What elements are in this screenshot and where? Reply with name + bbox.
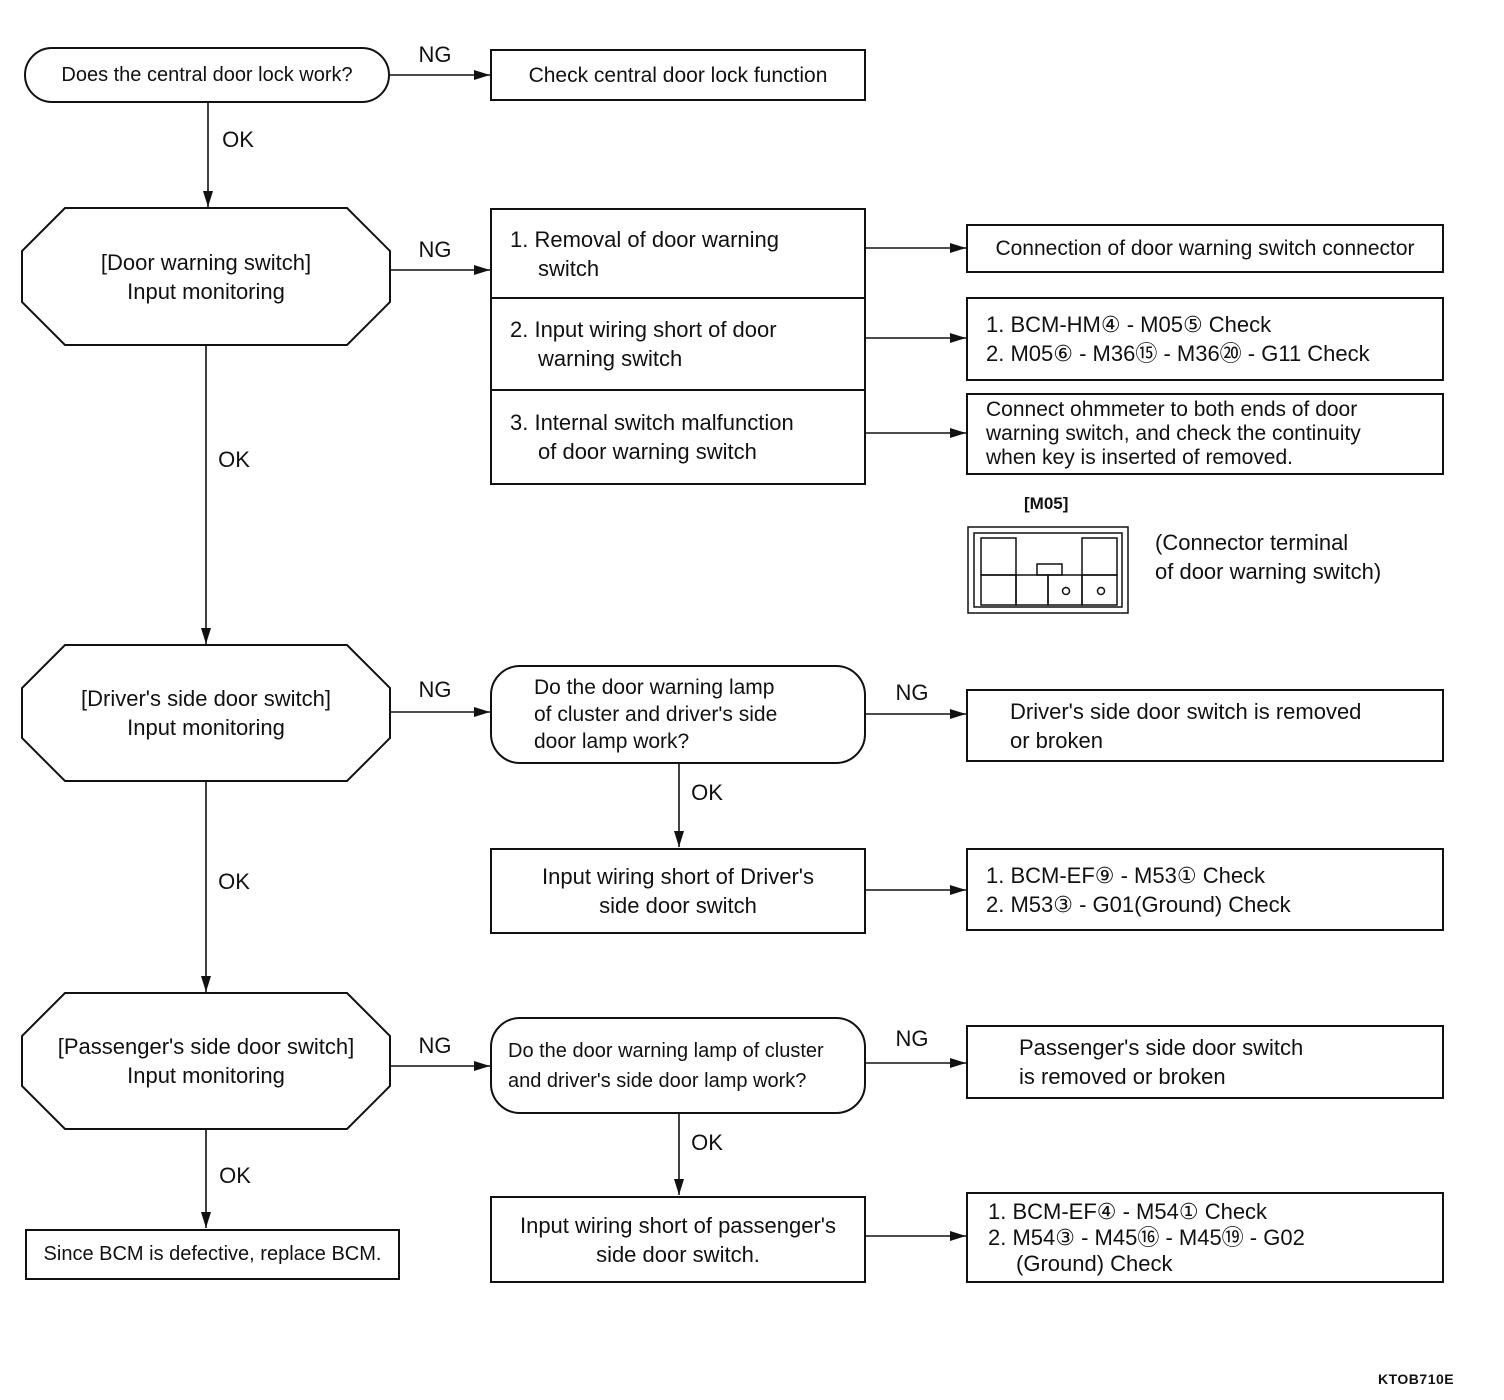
cause-line: side door switch. [596, 1241, 760, 1267]
node-subtitle: Input monitoring [127, 1063, 285, 1088]
door-warning-switch-node: [Door warning switch] Input monitoring [22, 208, 390, 345]
driver-wiring-short: Input wiring short of Driver's side door… [490, 848, 866, 934]
passenger-ng-result: Passenger's side door switch is removed … [966, 1025, 1444, 1099]
connector-caption: (Connector terminal of door warning swit… [1155, 528, 1381, 586]
node-title: [Driver's side door switch] [81, 686, 331, 711]
cause-1: 1. Removal of door warning switch [492, 210, 864, 297]
cause-line: 2. Input wiring short of door [510, 317, 777, 342]
m05-connector-drawing [967, 526, 1129, 614]
driver-ng-result: Driver's side door switch is removed or … [966, 689, 1444, 762]
octagon-passengers-side-door-switch [21, 992, 391, 1130]
cause-3: 3. Internal switch malfunction of door w… [492, 389, 864, 483]
cause-line: 3. Internal switch malfunction [510, 410, 794, 435]
octagon-drivers-side-door-switch [21, 644, 391, 782]
ng-label: NG [418, 1033, 452, 1058]
action-line: 2. M54③ - M45⑯ - M45⑲ - G02 [988, 1224, 1305, 1250]
check-central-lock-text: Check central door lock function [528, 63, 828, 87]
action-line: 2. M53③ - G01(Ground) Check [986, 891, 1291, 917]
action-line: (Ground) Check [1016, 1250, 1173, 1276]
ok-label: OK [222, 127, 254, 152]
result-line: or broken [1010, 727, 1103, 753]
action-line: warning switch, and check the continuity [986, 422, 1361, 445]
start-question: Does the central door lock work? [24, 47, 390, 103]
ok-label: OK [218, 447, 250, 472]
ng-label: NG [418, 42, 452, 67]
node-title: [Passenger's side door switch] [57, 1034, 355, 1059]
caption-line: of door warning switch) [1155, 559, 1382, 584]
connector-label: [M05] [1024, 494, 1069, 513]
ok-label: OK [218, 869, 250, 894]
passenger-wiring-check: 1. BCM-EF④ - M54① Check 2. M54③ - M45⑯ -… [966, 1192, 1444, 1283]
result-line: Passenger's side door switch [1019, 1035, 1304, 1060]
cause-2: 2. Input wiring short of door warning sw… [492, 297, 864, 389]
question-line: door lamp work? [534, 730, 690, 753]
ng-label: NG [895, 680, 929, 705]
octagon-door-warning-switch [21, 207, 391, 346]
door-warning-causes-box: 1. Removal of door warning switch 2. Inp… [490, 208, 866, 485]
action-line: Connect ohmmeter to both ends of door [986, 398, 1358, 421]
question-line: and driver's side door lamp work? [508, 1069, 807, 1092]
cause-line: switch [538, 255, 600, 281]
passenger-lamp-question: Do the door warning lamp of cluster and … [490, 1017, 866, 1114]
ng-label: NG [895, 1026, 929, 1051]
result-line: Driver's side door switch is removed [1010, 698, 1362, 724]
action-line: Connection of door warning switch connec… [995, 237, 1415, 260]
action-check-wiring: 1. BCM-HM④ - M05⑤ Check 2. M05⑥ - M36⑮ -… [966, 297, 1444, 381]
cause-line: Input wiring short of passenger's [519, 1212, 837, 1238]
node-title: [Door warning switch] [100, 249, 312, 275]
action-line: 1. BCM-EF⑨ - M53① Check [986, 862, 1266, 888]
cause-line: Input wiring short of Driver's [542, 864, 814, 889]
cause-line: 1. Removal of door warning [510, 226, 780, 252]
start-question-text: Does the central door lock work? [61, 63, 353, 86]
action-ohmmeter-check: Connect ohmmeter to both ends of door wa… [966, 393, 1444, 475]
check-central-lock-box: Check central door lock function [490, 49, 866, 101]
question-line: Do the door warning lamp of cluster [508, 1039, 824, 1062]
result-line: is removed or broken [1019, 1064, 1226, 1089]
passengers-side-door-switch-node: [Passenger's side door switch] Input mon… [22, 993, 390, 1129]
action-line: when key is inserted of removed. [986, 446, 1293, 469]
node-subtitle: Input monitoring [127, 715, 285, 740]
driver-lamp-question: Do the door warning lamp of cluster and … [490, 665, 866, 764]
cause-line: of door warning switch [538, 439, 757, 464]
figure-code: KTOB710E [1378, 1371, 1455, 1387]
drivers-side-door-switch-node: [Driver's side door switch] Input monito… [22, 645, 390, 781]
caption-line: (Connector terminal [1155, 530, 1349, 555]
passenger-wiring-short: Input wiring short of passenger's side d… [490, 1196, 866, 1283]
driver-wiring-check: 1. BCM-EF⑨ - M53① Check 2. M53③ - G01(Gr… [966, 848, 1444, 931]
ok-label: OK [691, 1130, 723, 1155]
replace-bcm-text: Since BCM is defective, replace BCM. [43, 1243, 382, 1265]
action-line: 1. BCM-HM④ - M05⑤ Check [986, 312, 1272, 337]
action-line: 2. M05⑥ - M36⑮ - M36⑳ - G11 Check [986, 341, 1370, 366]
ng-label: NG [418, 237, 452, 262]
question-line: of cluster and driver's side [534, 703, 778, 726]
ng-label: NG [418, 677, 452, 702]
ok-label: OK [219, 1163, 251, 1188]
replace-bcm-box: Since BCM is defective, replace BCM. [25, 1229, 400, 1280]
cause-line: warning switch [538, 346, 683, 371]
action-connect-connector: Connection of door warning switch connec… [966, 224, 1444, 273]
node-subtitle: Input monitoring [127, 278, 285, 304]
ok-label: OK [691, 780, 723, 805]
action-line: 1. BCM-EF④ - M54① Check [988, 1198, 1268, 1224]
cause-line: side door switch [599, 893, 757, 918]
question-line: Do the door warning lamp [534, 676, 775, 699]
